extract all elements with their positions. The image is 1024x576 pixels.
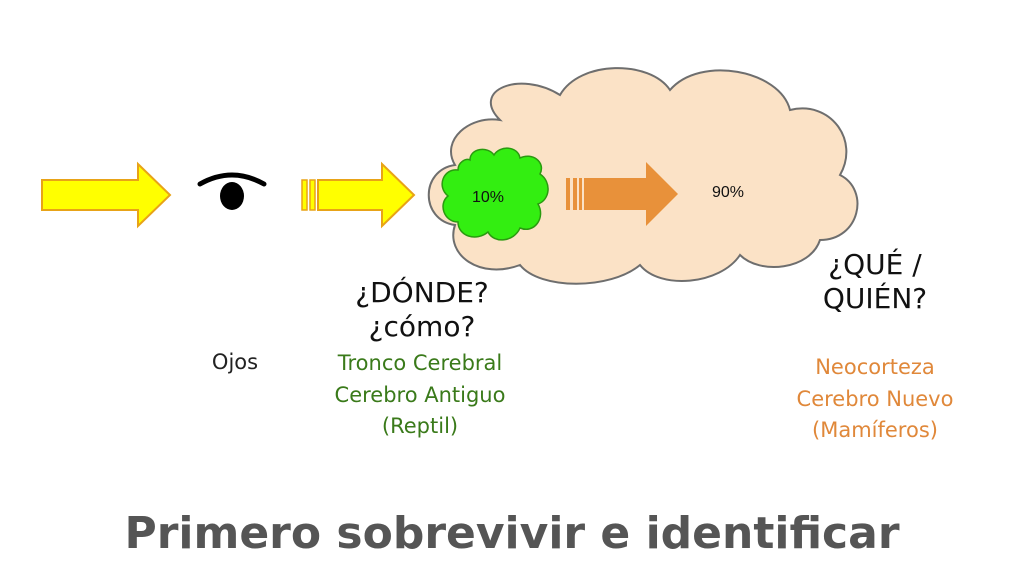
percent-10: 10% bbox=[472, 189, 504, 206]
label-ojos: Ojos bbox=[211, 350, 259, 374]
question-que: ¿QUÉ / QUIÉN? bbox=[780, 248, 970, 315]
question-donde: ¿DÓNDE? ¿cómo? bbox=[322, 276, 522, 343]
yellow-arrow-middle bbox=[301, 161, 416, 229]
label-tronco-line: Tronco Cerebral bbox=[337, 351, 503, 375]
eye-icon bbox=[197, 172, 267, 210]
orange-arrow bbox=[566, 162, 678, 226]
label-neocorteza: Neocorteza Cerebro Nuevo (Mamíferos) bbox=[760, 352, 990, 447]
question-donde-line: ¿DÓNDE? bbox=[355, 276, 489, 309]
question-que-line: QUIÉN? bbox=[822, 281, 928, 315]
label-neo-line: Cerebro Nuevo bbox=[796, 386, 954, 411]
label-neo-line: (Mamíferos) bbox=[812, 418, 938, 442]
page-title: Primero sobrevivir e identificar bbox=[124, 508, 900, 559]
label-tronco-line: Cerebro Antiguo bbox=[334, 382, 506, 407]
label-neo-line: Neocorteza bbox=[815, 355, 935, 379]
cloud-shape bbox=[427, 67, 859, 285]
green-blob bbox=[441, 147, 549, 241]
question-donde-line: ¿cómo? bbox=[368, 309, 476, 343]
yellow-arrow-left bbox=[41, 161, 172, 229]
question-que-line: ¿QUÉ / bbox=[828, 248, 922, 281]
percent-90: 90% bbox=[712, 184, 744, 201]
label-tronco-line: (Reptil) bbox=[381, 414, 459, 438]
label-tronco-cerebral: Tronco Cerebral Cerebro Antiguo (Reptil) bbox=[300, 348, 540, 443]
